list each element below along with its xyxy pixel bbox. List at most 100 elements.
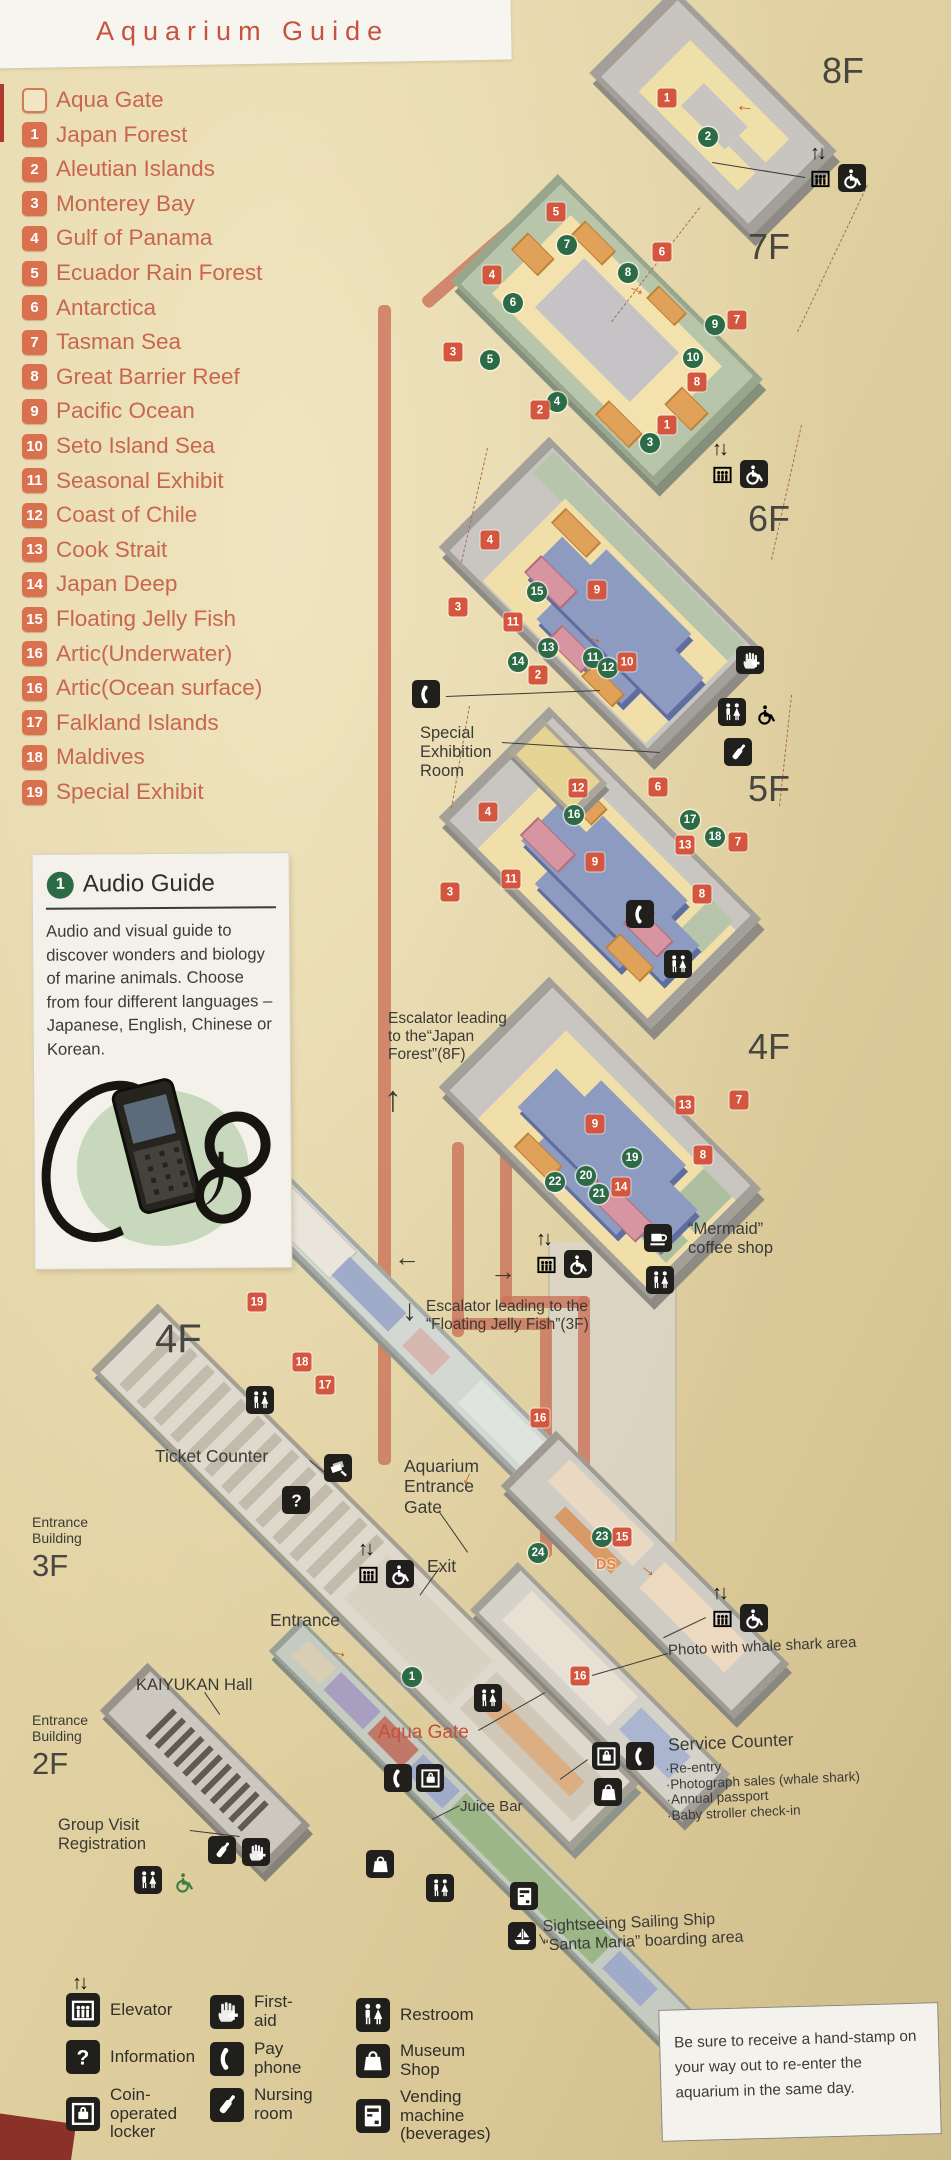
legend-item: Aqua Gate bbox=[22, 86, 164, 114]
pay-phone-icon bbox=[210, 2041, 244, 2076]
audio-guide-marker-5: 5 bbox=[480, 350, 500, 370]
exhibit-marker-19: 19 bbox=[247, 1292, 267, 1312]
legend-item-number: 16 bbox=[22, 675, 47, 701]
entrance-building-2f-floor: 2F bbox=[32, 1746, 69, 1781]
kaiyukan-hall: KAIYUKAN Hall bbox=[136, 1676, 253, 1694]
escalator-path bbox=[452, 1142, 464, 1337]
facility-legend-item: First-aid bbox=[210, 1992, 293, 2030]
label-7f: 7F bbox=[748, 226, 791, 267]
entrance-building-2f: Entrance Building bbox=[32, 1712, 89, 1745]
facility-legend-item: Coin-operated locker bbox=[66, 2085, 177, 2142]
legend-item-label: Seto Island Sea bbox=[56, 433, 215, 458]
nursing-icon bbox=[210, 2087, 244, 2122]
elevator-icon bbox=[354, 1560, 382, 1588]
exhibit-marker-15: 15 bbox=[612, 1527, 632, 1547]
ticket-icon bbox=[324, 1454, 352, 1482]
legend-item-number: 6 bbox=[22, 295, 47, 321]
exhibit-marker-2: 2 bbox=[530, 400, 550, 420]
first-aid-icon bbox=[210, 1994, 244, 2029]
vending-icon bbox=[510, 1882, 538, 1910]
legend-item-number: 17 bbox=[22, 710, 47, 736]
mermaid-coffee-shop: “Mermaid” coffee shop bbox=[688, 1220, 774, 1258]
legend-item-label: Cook Strait bbox=[56, 536, 168, 562]
facility-legend-label: First-aid bbox=[254, 1992, 293, 2030]
elevator-icon bbox=[806, 164, 834, 192]
legend-item-label: Monterey Bay bbox=[56, 190, 195, 216]
exhibit-marker-13: 13 bbox=[675, 835, 695, 855]
pay-phone-icon bbox=[626, 900, 654, 928]
legend-item-number bbox=[22, 87, 47, 113]
wheelchair-icon bbox=[170, 1868, 198, 1896]
santa-maria: Sightseeing Sailing Ship “Santa Maria” b… bbox=[542, 1910, 744, 1954]
restroom-icon bbox=[646, 1266, 674, 1294]
legend-item-number: 8 bbox=[22, 364, 47, 390]
escalator-path bbox=[500, 1296, 590, 1308]
exhibit-marker-7: 7 bbox=[728, 832, 748, 852]
escalator-down-arrow: ↓ bbox=[402, 1294, 417, 1327]
audio-guide-marker-9: 9 bbox=[705, 315, 725, 335]
elevator-icon bbox=[66, 1993, 100, 2027]
audio-guide-title: Audio Guide bbox=[82, 869, 215, 898]
service-counter-items: ·Re-entry ·Photograph sales (whale shark… bbox=[664, 1758, 861, 1824]
audio-guide-marker-2: 2 bbox=[698, 127, 718, 147]
facility-legend-label: Vending machine (beverages) bbox=[400, 2087, 491, 2144]
pay-phone-icon bbox=[626, 1742, 654, 1770]
photo-edge bbox=[0, 84, 4, 142]
up-down-arrows-icon: ↑↓ bbox=[358, 1538, 375, 1560]
floor-map-8f bbox=[589, 0, 837, 236]
legend-item-number: 2 bbox=[22, 156, 47, 182]
legend-item-number: 1 bbox=[22, 122, 47, 148]
exhibit-marker-4: 4 bbox=[480, 530, 500, 550]
facility-legend-label: Nursing room bbox=[254, 2085, 313, 2123]
facility-legend-item: Elevator bbox=[66, 1993, 172, 2027]
museum-icon bbox=[594, 1778, 622, 1806]
audio-guide-marker-3: 3 bbox=[640, 433, 660, 453]
exhibit-marker-7: 7 bbox=[727, 310, 747, 330]
museum-icon bbox=[366, 1850, 394, 1878]
legend-item-label: Antarctica bbox=[56, 294, 157, 320]
facility-legend-label: Information bbox=[110, 2046, 196, 2066]
special-exhibition-room: Special Exhibition Room bbox=[420, 724, 492, 781]
up-down-arrows-icon: ↑↓ bbox=[536, 1228, 553, 1250]
audio-guide-box: 1 Audio Guide Audio and visual guide to … bbox=[18, 853, 292, 1269]
exhibit-marker-5: 5 bbox=[546, 202, 566, 222]
exhibit-marker-13: 13 bbox=[675, 1095, 695, 1115]
hand-stamp-note-box: Be sure to receive a hand-stamp on your … bbox=[658, 2002, 942, 2142]
guide-line bbox=[797, 184, 868, 332]
exhibit-marker-4: 4 bbox=[478, 802, 498, 822]
label-4f: 4F bbox=[748, 1026, 791, 1067]
audio-guide-marker-8: 8 bbox=[618, 263, 638, 283]
audio-guide-marker-24: 24 bbox=[528, 1543, 548, 1563]
legend-item-number: 18 bbox=[22, 744, 47, 770]
exhibit-marker-2: 2 bbox=[528, 665, 548, 685]
flow-arrow-icon: → bbox=[734, 99, 755, 122]
exhibit-marker-4: 4 bbox=[482, 265, 502, 285]
exhibit-marker-1: 1 bbox=[657, 88, 677, 108]
aqua-gate-map: Aqua Gate bbox=[378, 1722, 469, 1743]
elevator-icon bbox=[708, 1604, 736, 1632]
elevator-icon bbox=[708, 460, 736, 488]
hand-stamp-note: Be sure to receive a hand-stamp on your … bbox=[673, 2027, 917, 2102]
ticket-counter: Ticket Counter bbox=[155, 1446, 269, 1466]
audio-guide-description: Audio and visual guide to discover wonde… bbox=[46, 920, 273, 1059]
exhibit-marker-9: 9 bbox=[587, 580, 607, 600]
drink-stand-marker-DS: DS bbox=[595, 1557, 617, 1573]
legend-item-label: Coast of Chile bbox=[56, 502, 198, 528]
escalator-path bbox=[378, 305, 391, 1465]
first-aid-icon bbox=[242, 1838, 270, 1866]
legend-item-label: Artic(Underwater) bbox=[56, 640, 233, 666]
legend-item: 2 Aleutian Islands bbox=[22, 155, 215, 183]
locker-icon bbox=[592, 1742, 620, 1770]
nursing-icon bbox=[724, 738, 752, 766]
legend-item-label: Aleutian Islands bbox=[56, 156, 215, 182]
audio-guide-marker-18: 18 bbox=[705, 827, 725, 847]
service-counter: Service Counter bbox=[667, 1729, 794, 1755]
connector-line bbox=[446, 690, 601, 697]
audio-guide-marker-23: 23 bbox=[592, 1527, 612, 1547]
